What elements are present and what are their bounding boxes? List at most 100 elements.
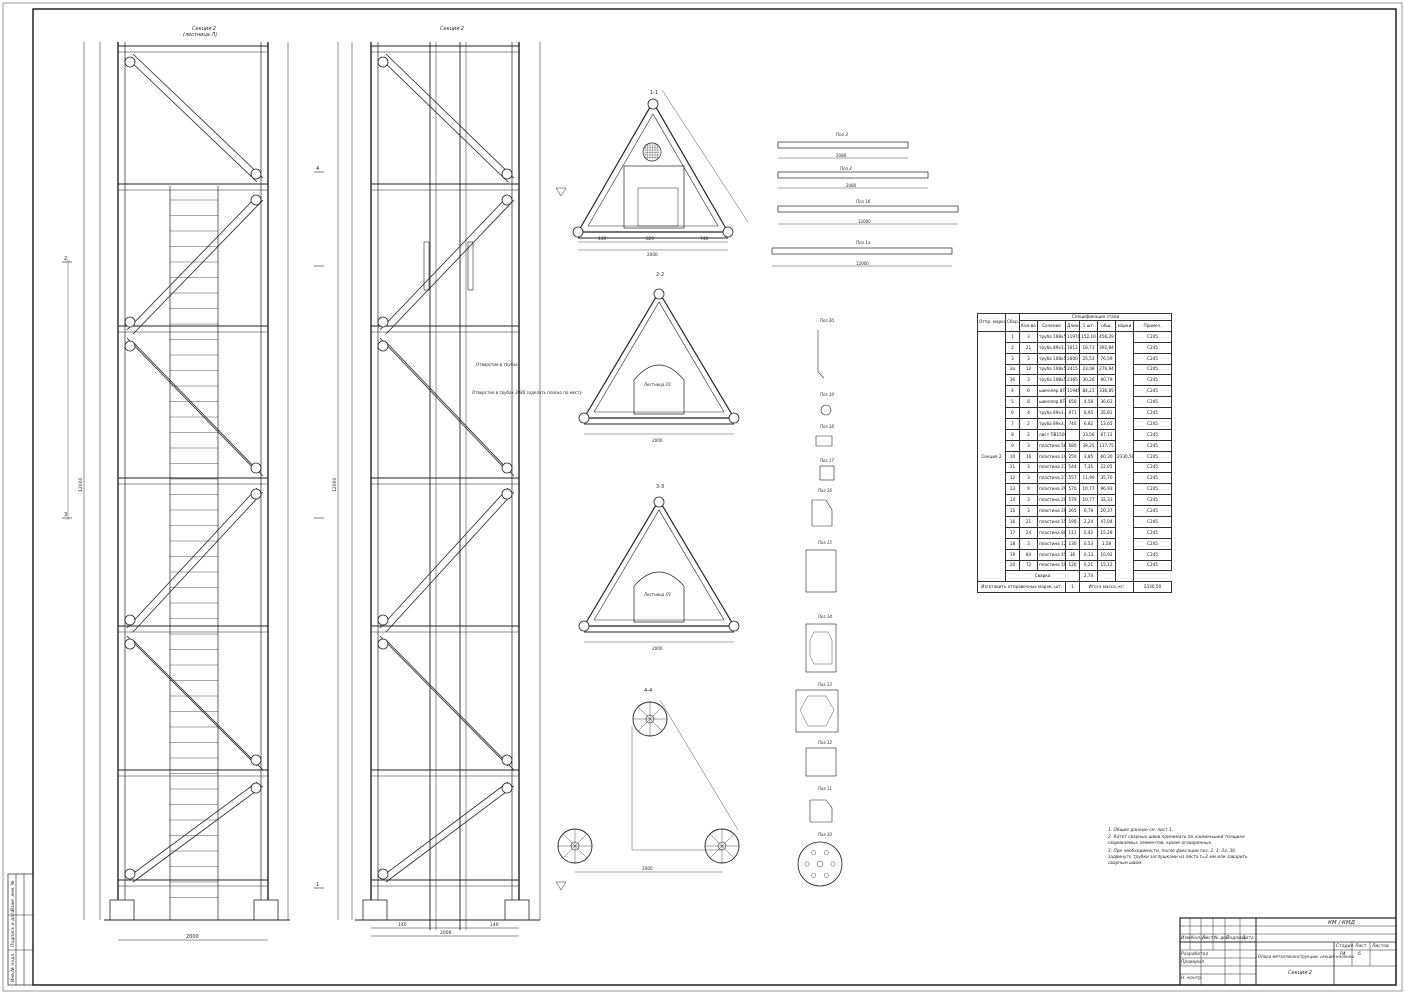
table-cell: 265 xyxy=(1065,505,1080,518)
stamp-header: Лист xyxy=(1202,936,1214,941)
table-cell: 76,59 xyxy=(1097,352,1116,365)
table-cell: 39,25 xyxy=(1079,439,1098,452)
table-cell: 336,85 xyxy=(1097,385,1116,398)
table-cell: 11970 xyxy=(1065,330,1080,343)
table-cell: 276,94 xyxy=(1097,363,1116,376)
sheet-code: КМ / КМД xyxy=(1328,920,1355,926)
col-header: 1 шт. xyxy=(1079,320,1098,332)
weld-label: Сварка xyxy=(1005,570,1080,583)
col-header: Кол-во xyxy=(1019,320,1038,332)
table-cell: 15,12 xyxy=(1097,559,1116,572)
table-cell: 4 xyxy=(1019,407,1038,420)
section-label: 2-2 xyxy=(656,272,664,278)
table-cell: труба 108х5 xyxy=(1037,352,1066,365)
table-cell: 16 xyxy=(1005,516,1020,528)
table-cell: 0,13 xyxy=(1079,548,1098,561)
table-cell: 3б xyxy=(1005,374,1020,387)
stamp-header: Дата xyxy=(1242,936,1254,941)
table-cell: 18,71 xyxy=(1079,341,1098,354)
table-cell: 36,63 xyxy=(1097,396,1116,409)
steel-grade: С245 xyxy=(1132,407,1173,420)
seg-dim: 440 xyxy=(598,236,606,241)
col-header: Отпр. марка xyxy=(977,313,1006,332)
table-cell: 10 xyxy=(1005,450,1020,463)
table-cell: 11945 xyxy=(1065,385,1080,398)
table-cell: 2,24 xyxy=(1079,516,1098,528)
table-cell: 8 xyxy=(1019,396,1038,409)
view-subtitle: (лестница Л) xyxy=(183,32,217,38)
bottom-dim: 140 xyxy=(398,922,407,928)
plate-label: Поз 12 xyxy=(818,740,832,745)
table-cell: 9 xyxy=(1019,483,1038,496)
table-cell: 3 xyxy=(1019,461,1038,474)
width-dim: 2000 xyxy=(647,252,658,257)
plate-label: Поз 11 xyxy=(818,786,832,791)
table-cell: 3,85 xyxy=(1079,450,1098,463)
section-label: 1-1 xyxy=(650,90,658,96)
table-cell: 3 xyxy=(1019,374,1038,387)
table-cell: 21 xyxy=(1019,516,1038,528)
table-cell: пластина 297х10 xyxy=(1037,494,1066,507)
bolt-hole xyxy=(811,872,816,878)
steel-grade: С245 xyxy=(1132,505,1173,518)
table-cell: 5 xyxy=(1005,396,1020,409)
table-cell: 570 xyxy=(1065,483,1080,496)
table-cell: 544 xyxy=(1065,461,1080,474)
table-cell: 8,95 xyxy=(1079,407,1098,420)
steel-grade: С245 xyxy=(1132,450,1173,463)
margin-label: Взам. инв. № xyxy=(10,880,16,911)
steel-grade: С245 xyxy=(1132,341,1173,354)
steel-grade: С245 xyxy=(1132,385,1173,398)
stamp-role: Н. контр. xyxy=(1181,976,1203,981)
bolt-hole xyxy=(824,850,829,856)
table-title: Спецификация стали xyxy=(1018,313,1173,321)
width-dim: 2000 xyxy=(652,438,663,443)
table-cell: 30,26 xyxy=(1079,374,1098,387)
table-cell: 4,58 xyxy=(1079,396,1098,409)
bolt-hole xyxy=(811,850,816,856)
length-dim: 12000 xyxy=(858,219,871,224)
table-cell: 13 xyxy=(1005,483,1020,496)
table-cell: пластина 297х10 xyxy=(1037,483,1066,496)
table-cell: пластина 80х8 xyxy=(1037,526,1066,539)
table-cell: 90,79 xyxy=(1097,374,1116,387)
annotation: Отверстия в трубах 2080 заделать плоско … xyxy=(472,390,583,395)
table-cell: 130 xyxy=(1065,537,1080,550)
steel-grade: С245 xyxy=(1132,418,1173,430)
section-4-4: 4-4 2000 xyxy=(557,688,740,873)
table-cell: 740 xyxy=(1065,418,1080,430)
table-cell: 152,10 xyxy=(1079,330,1098,343)
section-label: 3-3 xyxy=(656,484,664,490)
table-cell: пластина 297х10 xyxy=(1037,505,1066,518)
footer-total-label: Итого масса, кг: xyxy=(1079,581,1134,594)
steel-grade: С245 xyxy=(1132,537,1173,550)
table-cell: 10,92 xyxy=(1097,548,1116,561)
table-cell: 33,56 xyxy=(1079,428,1098,441)
table-cell: 3 xyxy=(1019,537,1038,550)
steel-grade: С245 xyxy=(1132,494,1173,507)
steel-grade: С245 xyxy=(1132,472,1173,485)
table-cell: 24 xyxy=(1019,526,1038,539)
bottom-dim: 2000 xyxy=(440,930,452,936)
table-cell: 456,29 xyxy=(1097,330,1116,343)
table-cell: 6,82 xyxy=(1079,418,1098,430)
table-cell: 12 xyxy=(1019,363,1038,376)
table-cell: труба 89х3,5 xyxy=(1037,418,1066,430)
table-cell: 84 xyxy=(1019,548,1038,561)
table-cell: 120 xyxy=(1065,559,1080,572)
table-cell: 1 xyxy=(1005,330,1020,343)
stamp-role: Проверил xyxy=(1181,960,1205,965)
stamp-col: Стадия xyxy=(1336,944,1354,949)
col-header: Сбор. марка xyxy=(1005,313,1020,332)
table-cell: 16 xyxy=(1019,450,1038,463)
steel-grade: С245 xyxy=(1132,548,1173,561)
table-cell: 10,77 xyxy=(1079,483,1098,496)
